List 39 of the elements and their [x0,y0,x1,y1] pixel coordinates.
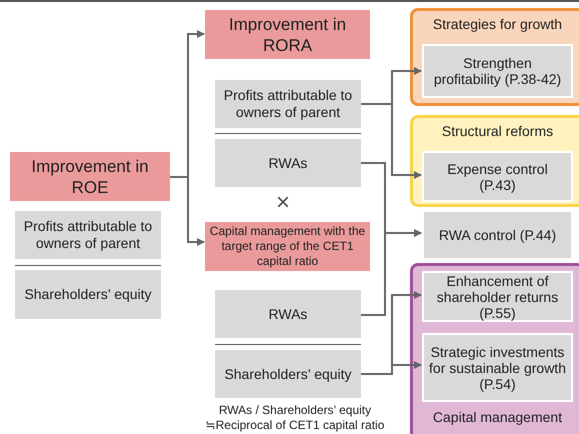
box-label: Capital management with the target range of the CET1 capital ratio [209,224,366,269]
group-heading: Structural reforms [440,123,554,140]
box-label: Enhancement of shareholder returns (P.55) [436,272,560,320]
box-label: Improvement in ROE [30,156,150,198]
group-heading: Capital management [432,409,564,426]
box-label: Improvement in RORA [228,14,348,56]
connector-arrow [170,176,205,246]
box-label: RWAs [268,306,308,322]
measure-box [422,333,573,402]
goal-box [10,152,170,201]
group-panel [410,263,579,434]
term-box [215,139,361,187]
measure-box [422,44,573,98]
term-box [15,211,161,259]
box-label: Strategic investments for sustainable growth (P.54) [428,344,567,392]
box-label: Strengthen profitability (P.38-42) [432,55,562,87]
group-panel [410,115,579,207]
box-label: Profits attributable to owners of parent [22,218,154,252]
measure-box [422,210,573,260]
multiply-sign: × [276,190,290,216]
note-text: ≒Reciprocal of CET1 capital ratio [204,418,386,433]
box-label: RWAs [268,154,308,172]
group-heading: Strategies for growth [432,16,564,33]
term-box [215,350,361,398]
term-box [15,270,161,319]
measure-box [422,271,573,322]
term-box [215,290,361,338]
box-label: Shareholders’ equity [24,286,152,303]
box-label: Expense control (P.43) [446,160,549,192]
connector-arrow [361,229,422,316]
note-text: RWAs / Shareholders’ equity [218,403,372,418]
goal-box [205,10,370,59]
box-label: Profits attributable to owners of parent [222,87,354,121]
box-label: Shareholders’ equity [224,366,352,382]
box-label: RWA control (P.44) [438,227,556,243]
term-box [215,80,361,128]
measure-box [422,151,573,202]
connector-arrow [361,361,422,375]
group-panel [410,8,579,106]
